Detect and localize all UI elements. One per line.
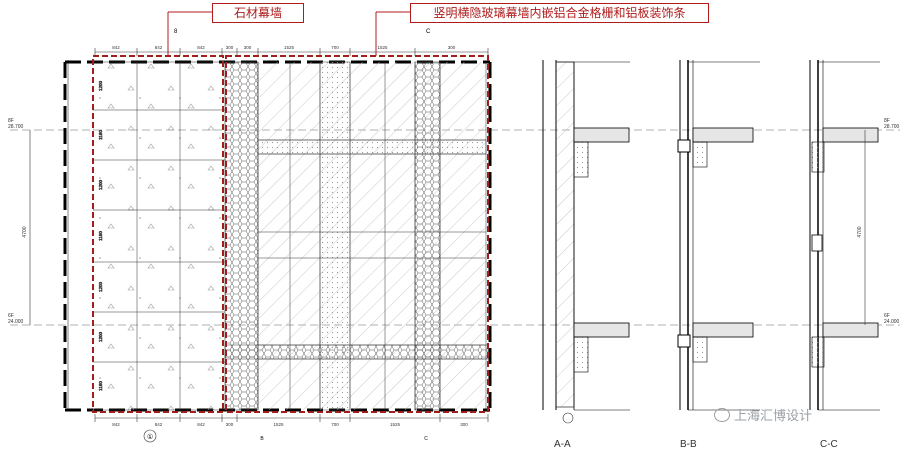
side-total-label: 4700 [857,226,863,237]
bottom-dim-label: 842 [197,422,205,427]
lower-level-value-right: 24.000 [884,319,900,325]
bottom-dim-label: 300 [460,422,468,427]
bottom-dim-label: 700 [331,422,339,427]
top-dim-label: 842 [112,45,120,50]
top-dim-label: 842 [197,45,205,50]
upper-level-value: 28.700 [8,124,24,130]
lower-level-value: 24.000 [8,319,24,325]
section-label-bb: B-B [680,439,697,450]
glass-region-outline [225,55,489,413]
stone-region-outline [92,55,224,413]
top-dim-label: 300 [448,45,456,50]
section-marker-top-mid: C [426,29,431,35]
section-aa [542,60,630,424]
stone-curtain-wall-callout: 石材幕墙 [212,3,304,23]
left-dim-label: 1160 [98,130,103,140]
upper-level-tag: 8F [8,118,14,124]
left-dim-label: 1200 [98,179,103,190]
grid-bubble-1: ① [147,433,153,441]
top-dim-label: 1525 [377,45,388,50]
bottom-dim-label: 1525 [273,422,284,427]
watermark: 上海汇博设计 [714,405,812,424]
glass-curtain-wall-callout: 竖明横隐玻璃幕墙内嵌铝合金格栅和铝板装饰条 [410,3,709,23]
left-dim-label: 1200 [98,80,103,91]
lower-level-tag: 6F [8,313,14,319]
watermark-text: 上海汇博设计 [734,408,813,423]
upper-level-tag-right: 8F [884,118,890,124]
stone-wall-zone: 1200 1160 1200 1160 1200 1200 1160 [93,61,225,411]
upper-level-value-right: 28.700 [884,124,900,130]
total-height-label: 4700 [22,226,28,237]
bottom-dim-label: 1525 [390,422,401,427]
top-dim-label: 700 [331,45,339,50]
bottom-dimension-line: 842 842 842 300 1525 700 1525 300 ① B C [94,414,489,443]
section-label-cc: C-C [820,439,838,450]
left-dim-label: 1160 [98,381,103,391]
left-dimension-line: 4700 [22,60,69,410]
top-dim-label: 842 [155,45,163,50]
wechat-icon [714,408,730,422]
bottom-dim-label: 842 [155,422,163,427]
section-marker-top-left: 8 [174,29,178,35]
bottom-dim-label: 842 [112,422,120,427]
section-bb [677,60,760,411]
left-dim-label: 1200 [98,331,103,342]
top-dimension-line: 842 842 842 300 300 1525 700 1525 300 [94,45,489,56]
grid-bubble-b: B [260,436,264,442]
top-dim-label: 300 [244,45,252,50]
top-dim-label: 1525 [284,45,295,50]
bottom-dim-label: 300 [226,422,234,427]
left-dim-label: 1200 [98,281,103,292]
section-label-aa: A-A [554,439,571,450]
top-dim-label: 300 [226,45,234,50]
left-dim-label: 1160 [98,231,103,241]
glass-wall-zone [224,61,489,411]
section-cc: 4700 [809,60,880,411]
grid-bubble-c: C [424,436,428,442]
lower-level-tag-right: 6F [884,313,890,319]
